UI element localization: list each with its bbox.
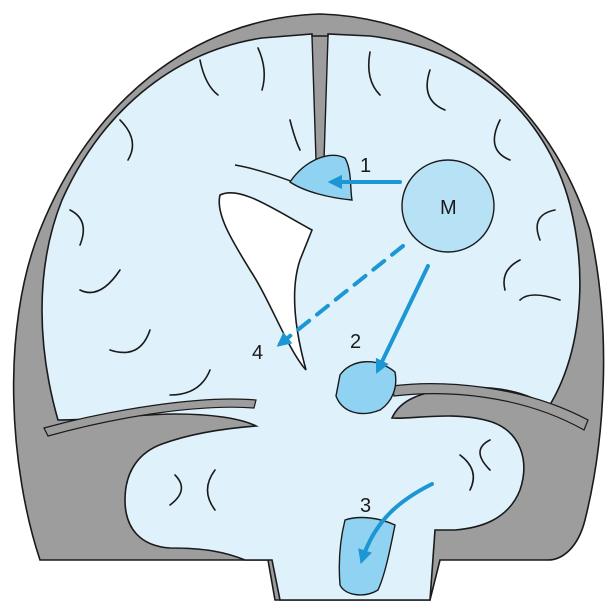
label-2: 2: [350, 331, 361, 353]
label-3: 3: [360, 495, 371, 517]
label-1: 1: [360, 155, 371, 177]
label-4: 4: [252, 342, 263, 364]
label-mass: M: [440, 197, 457, 219]
